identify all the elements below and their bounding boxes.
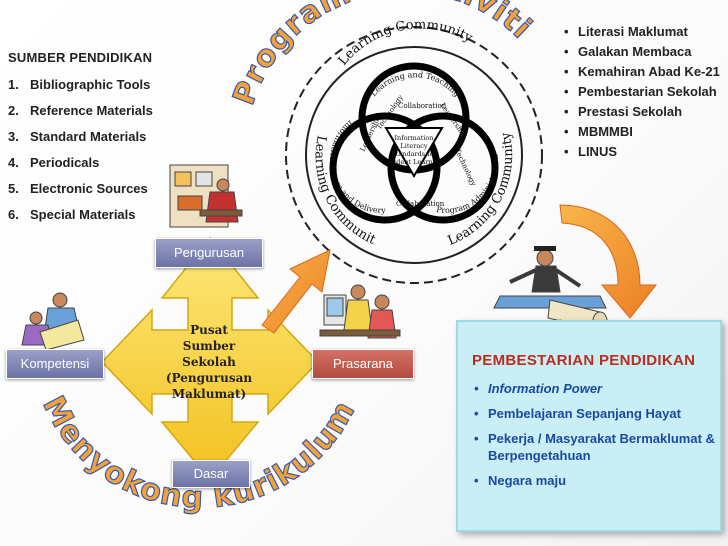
sumber-pendidikan-list: 1.Bibliographic Tools 2.Reference Materi… <box>8 72 153 228</box>
overlap-word: Collaboration <box>396 200 445 208</box>
list-item: Pembelajaran Sepanjang Hayat <box>458 405 718 422</box>
list-item: LINUS <box>560 144 728 160</box>
center-text-line: Information <box>394 134 433 142</box>
program-aktiviti-title: Program & Aktiviti <box>226 0 538 110</box>
list-item: Pembestarian Sekolah <box>560 84 728 100</box>
pembestarian-title: PEMBESTARIAN PENDIDIKAN <box>472 352 696 369</box>
list-item: Literasi Maklumat <box>560 24 728 40</box>
pembestarian-panel <box>456 320 722 532</box>
program-aktiviti-list: Literasi Maklumat Galakan Membaca Kemahi… <box>560 24 728 164</box>
list-item: 2.Reference Materials <box>8 103 153 118</box>
list-item: Prestasi Sekolah <box>560 104 728 120</box>
list-item: Galakan Membaca <box>560 44 728 60</box>
center-triangle <box>384 127 444 178</box>
list-item: 1.Bibliographic Tools <box>8 77 151 92</box>
list-item: MBMMBI <box>560 124 728 140</box>
svg-text:Program & Aktiviti: Program & Aktiviti <box>226 0 538 110</box>
label-dasar: Dasar <box>172 460 250 488</box>
label-kompetensi: Kompetensi <box>6 349 104 379</box>
list-item: Kemahiran Abad Ke-21 <box>560 64 728 80</box>
computer-users-illustration <box>319 284 401 339</box>
list-item: 3.Standard Materials <box>8 129 147 144</box>
label-prasarana: Prasarana <box>312 349 414 379</box>
overlap-word: Technology <box>375 94 405 132</box>
center-text-line: Student Learning <box>385 158 443 166</box>
list-item: 5.Electronic Sources <box>8 181 148 196</box>
overlap-word: Technology <box>453 147 477 187</box>
svg-text:Learning Community: Learning Community <box>336 18 476 69</box>
center-text-line: Standards for <box>391 150 437 158</box>
overlap-word: Collaboration <box>398 102 447 110</box>
reading-people-illustration <box>21 292 85 351</box>
orange-curved-arrow <box>559 204 658 319</box>
hub-center-text: Pusat Sumber Sekolah (Pengurusan Makluma… <box>165 323 253 401</box>
office-worker-illustration <box>169 164 243 228</box>
pembestarian-list: Information Power Pembelajaran Sepanjang… <box>458 380 718 497</box>
label-pengurusan: Pengurusan <box>155 238 263 268</box>
list-item: 4.Periodicals <box>8 155 100 170</box>
list-item: 6.Special Materials <box>8 207 136 222</box>
orange-arrow-up <box>261 249 331 334</box>
list-item: Pekerja / Masyarakat Bermaklumat & Berpe… <box>458 430 718 464</box>
list-item: Negara maju <box>458 472 718 489</box>
center-text-line: Literacy <box>400 142 427 150</box>
ring-label-top: Learning Community <box>336 18 476 69</box>
list-item: Information Power <box>458 380 718 397</box>
sumber-pendidikan-title: SUMBER PENDIDIKAN <box>8 50 153 65</box>
